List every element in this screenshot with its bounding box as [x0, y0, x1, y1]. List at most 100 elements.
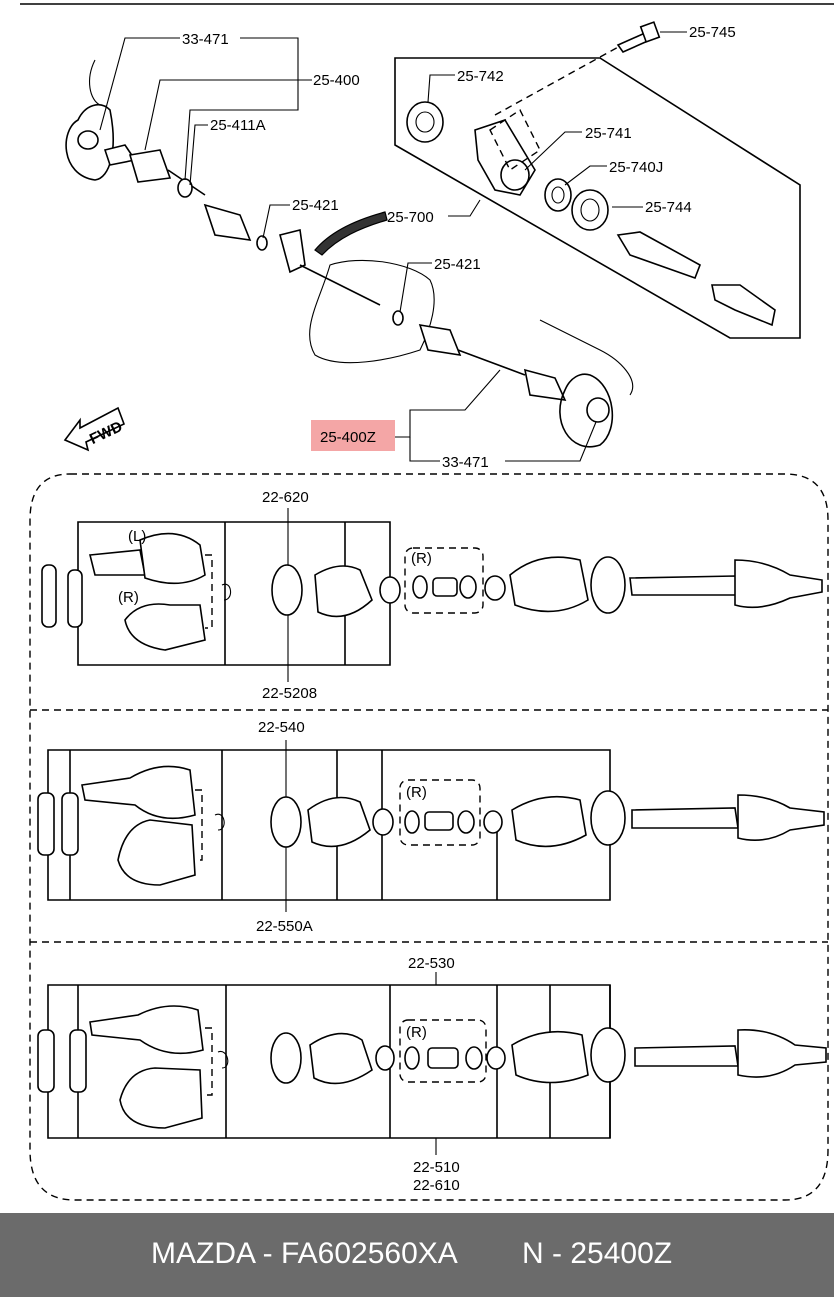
- kit-tag-3: (R): [406, 1024, 427, 1041]
- boot-band-3b: [590, 1027, 626, 1083]
- boot-1-outer: [314, 565, 373, 618]
- kit-panel-2: (R) 22-540 22-550A: [37, 719, 825, 935]
- joint-dash-bracket-2: [195, 789, 203, 861]
- boot-clip-3: [375, 1045, 395, 1071]
- label-25744: 25-744: [645, 199, 692, 216]
- panel-2-bottom-label: 22-550A: [256, 918, 313, 935]
- leader-33471-top-b: [184, 37, 299, 181]
- label-25742: 25-742: [457, 68, 504, 85]
- outer-cv-joint-left: [128, 149, 172, 183]
- kit-tag-2: (R): [406, 784, 427, 801]
- cv-joint-r: [124, 603, 206, 651]
- leader-25700: [448, 199, 481, 217]
- cv-joint-2-top: [81, 765, 196, 820]
- kit-r-dash-3: [399, 1019, 487, 1083]
- leader-25741: [524, 131, 582, 171]
- label-25421-b: 25-421: [434, 256, 481, 273]
- boot-clip-2b: [483, 810, 503, 834]
- boot-band-2: [270, 796, 302, 848]
- shaft-spline-l: [88, 549, 146, 576]
- hub-nut-right: [586, 397, 610, 423]
- hub-disc-right: [559, 373, 614, 448]
- cv-joint-3-bottom: [119, 1067, 203, 1129]
- label-25411a: 25-411A: [210, 117, 266, 134]
- side-r-label: (R): [118, 589, 139, 606]
- kit-r-dash-1: [404, 547, 484, 614]
- kit-r-dash-2: [399, 779, 481, 846]
- panel-2-top-label: 22-540: [258, 719, 305, 736]
- boot-clip-2: [372, 808, 394, 836]
- bearing-25740j-inner: [551, 186, 565, 204]
- boot-band-2b: [590, 790, 626, 846]
- boot-band-1b: [590, 556, 626, 614]
- fwd-arrow: FWD: [63, 406, 126, 452]
- kit-damper-3: [427, 1047, 459, 1069]
- cv-joint-3-top: [89, 1005, 204, 1055]
- grease-tube-b: [67, 569, 83, 628]
- shaft-bar-1: [629, 575, 742, 596]
- cv-joint-l: [139, 532, 206, 585]
- kit-ring-2b: [457, 810, 475, 834]
- boot-2-inner: [511, 795, 587, 848]
- boot-clip-1: [379, 576, 401, 604]
- shaft-bar-2: [631, 807, 739, 829]
- kit-ring-1a: [412, 575, 428, 599]
- kit-ring-2a: [404, 810, 420, 834]
- nut-25742-part: [406, 101, 444, 143]
- side-l-label: (L): [128, 528, 146, 545]
- snap-ring-3: [217, 1050, 229, 1069]
- footer-bar: MAZDA - FA602560XA N - 25400Z: [0, 1213, 834, 1297]
- bolt-dash-line: [494, 34, 641, 116]
- bearing-25744-part: [571, 189, 609, 231]
- boot-2-outer: [307, 796, 371, 848]
- snap-ring-1: [221, 583, 232, 601]
- engine-outline: [309, 259, 435, 364]
- kit-panels-outline: [29, 473, 829, 1201]
- label-33471-bottom: 33-471: [442, 454, 489, 471]
- footer-brand-part: MAZDA - FA602560XA: [151, 1237, 458, 1270]
- leader-25421-b: [399, 262, 432, 313]
- intermediate-shaft: [299, 264, 381, 306]
- highlight-box: [311, 420, 395, 451]
- joint-dash-bracket-3: [205, 1027, 213, 1096]
- shaft-joint-2: [737, 794, 825, 841]
- boot-clip-1b: [484, 575, 506, 601]
- clip-25421-b-part: [392, 310, 404, 326]
- panel-3-bottom-label-1: 22-510: [413, 1159, 460, 1176]
- grease-tube-2b: [61, 792, 79, 856]
- label-25745: 25-745: [689, 24, 736, 41]
- snap-ring-2: [214, 813, 225, 831]
- top-assembly: FWD 33-471 25-400 25-411A 25-421 25-700 …: [63, 21, 801, 471]
- grease-tube-a: [41, 564, 57, 628]
- nut-25742-inner: [415, 111, 435, 133]
- footer-ref: N - 25400Z: [522, 1237, 673, 1270]
- outer-cv-joint-right: [523, 368, 567, 401]
- parts-diagram: FWD 33-471 25-400 25-411A 25-421 25-700 …: [20, 3, 834, 1201]
- boot-3-inner: [511, 1030, 589, 1084]
- label-25400z-highlight: 25-400Z: [320, 429, 376, 446]
- leader-25411a: [189, 124, 208, 186]
- intermediate-shaft-end: [711, 284, 776, 327]
- hub-outline-right: [539, 319, 634, 396]
- boot-band-3: [270, 1032, 302, 1084]
- kit-ring-1b: [459, 575, 477, 599]
- hub-outline-left: [89, 59, 101, 106]
- leader-25742: [427, 74, 455, 103]
- bracket-dash-outline: [489, 108, 541, 172]
- grease-tube-2a: [37, 792, 55, 856]
- clip-25421-a-part: [256, 235, 268, 251]
- grease-tube-3b: [69, 1029, 87, 1093]
- bearing-25744-inner: [580, 198, 600, 222]
- boot-band-1: [271, 564, 303, 616]
- intermediate-shaft-part: [616, 231, 701, 280]
- kit-panel-1: (R) (L) (R) 22-620 22-5208: [41, 489, 823, 702]
- label-25741: 25-741: [585, 125, 632, 142]
- fwd-arrow-icon: [63, 406, 126, 452]
- bearing-25740j-part: [544, 178, 572, 212]
- shaft-joint-3: [737, 1028, 827, 1078]
- joint-dash-bracket: [205, 554, 213, 629]
- inner-cv-joint-left: [203, 203, 252, 241]
- bracket-bearing-seat: [500, 159, 530, 191]
- leader-33471-top-a: [99, 37, 180, 131]
- intermediate-bracket: [279, 229, 306, 274]
